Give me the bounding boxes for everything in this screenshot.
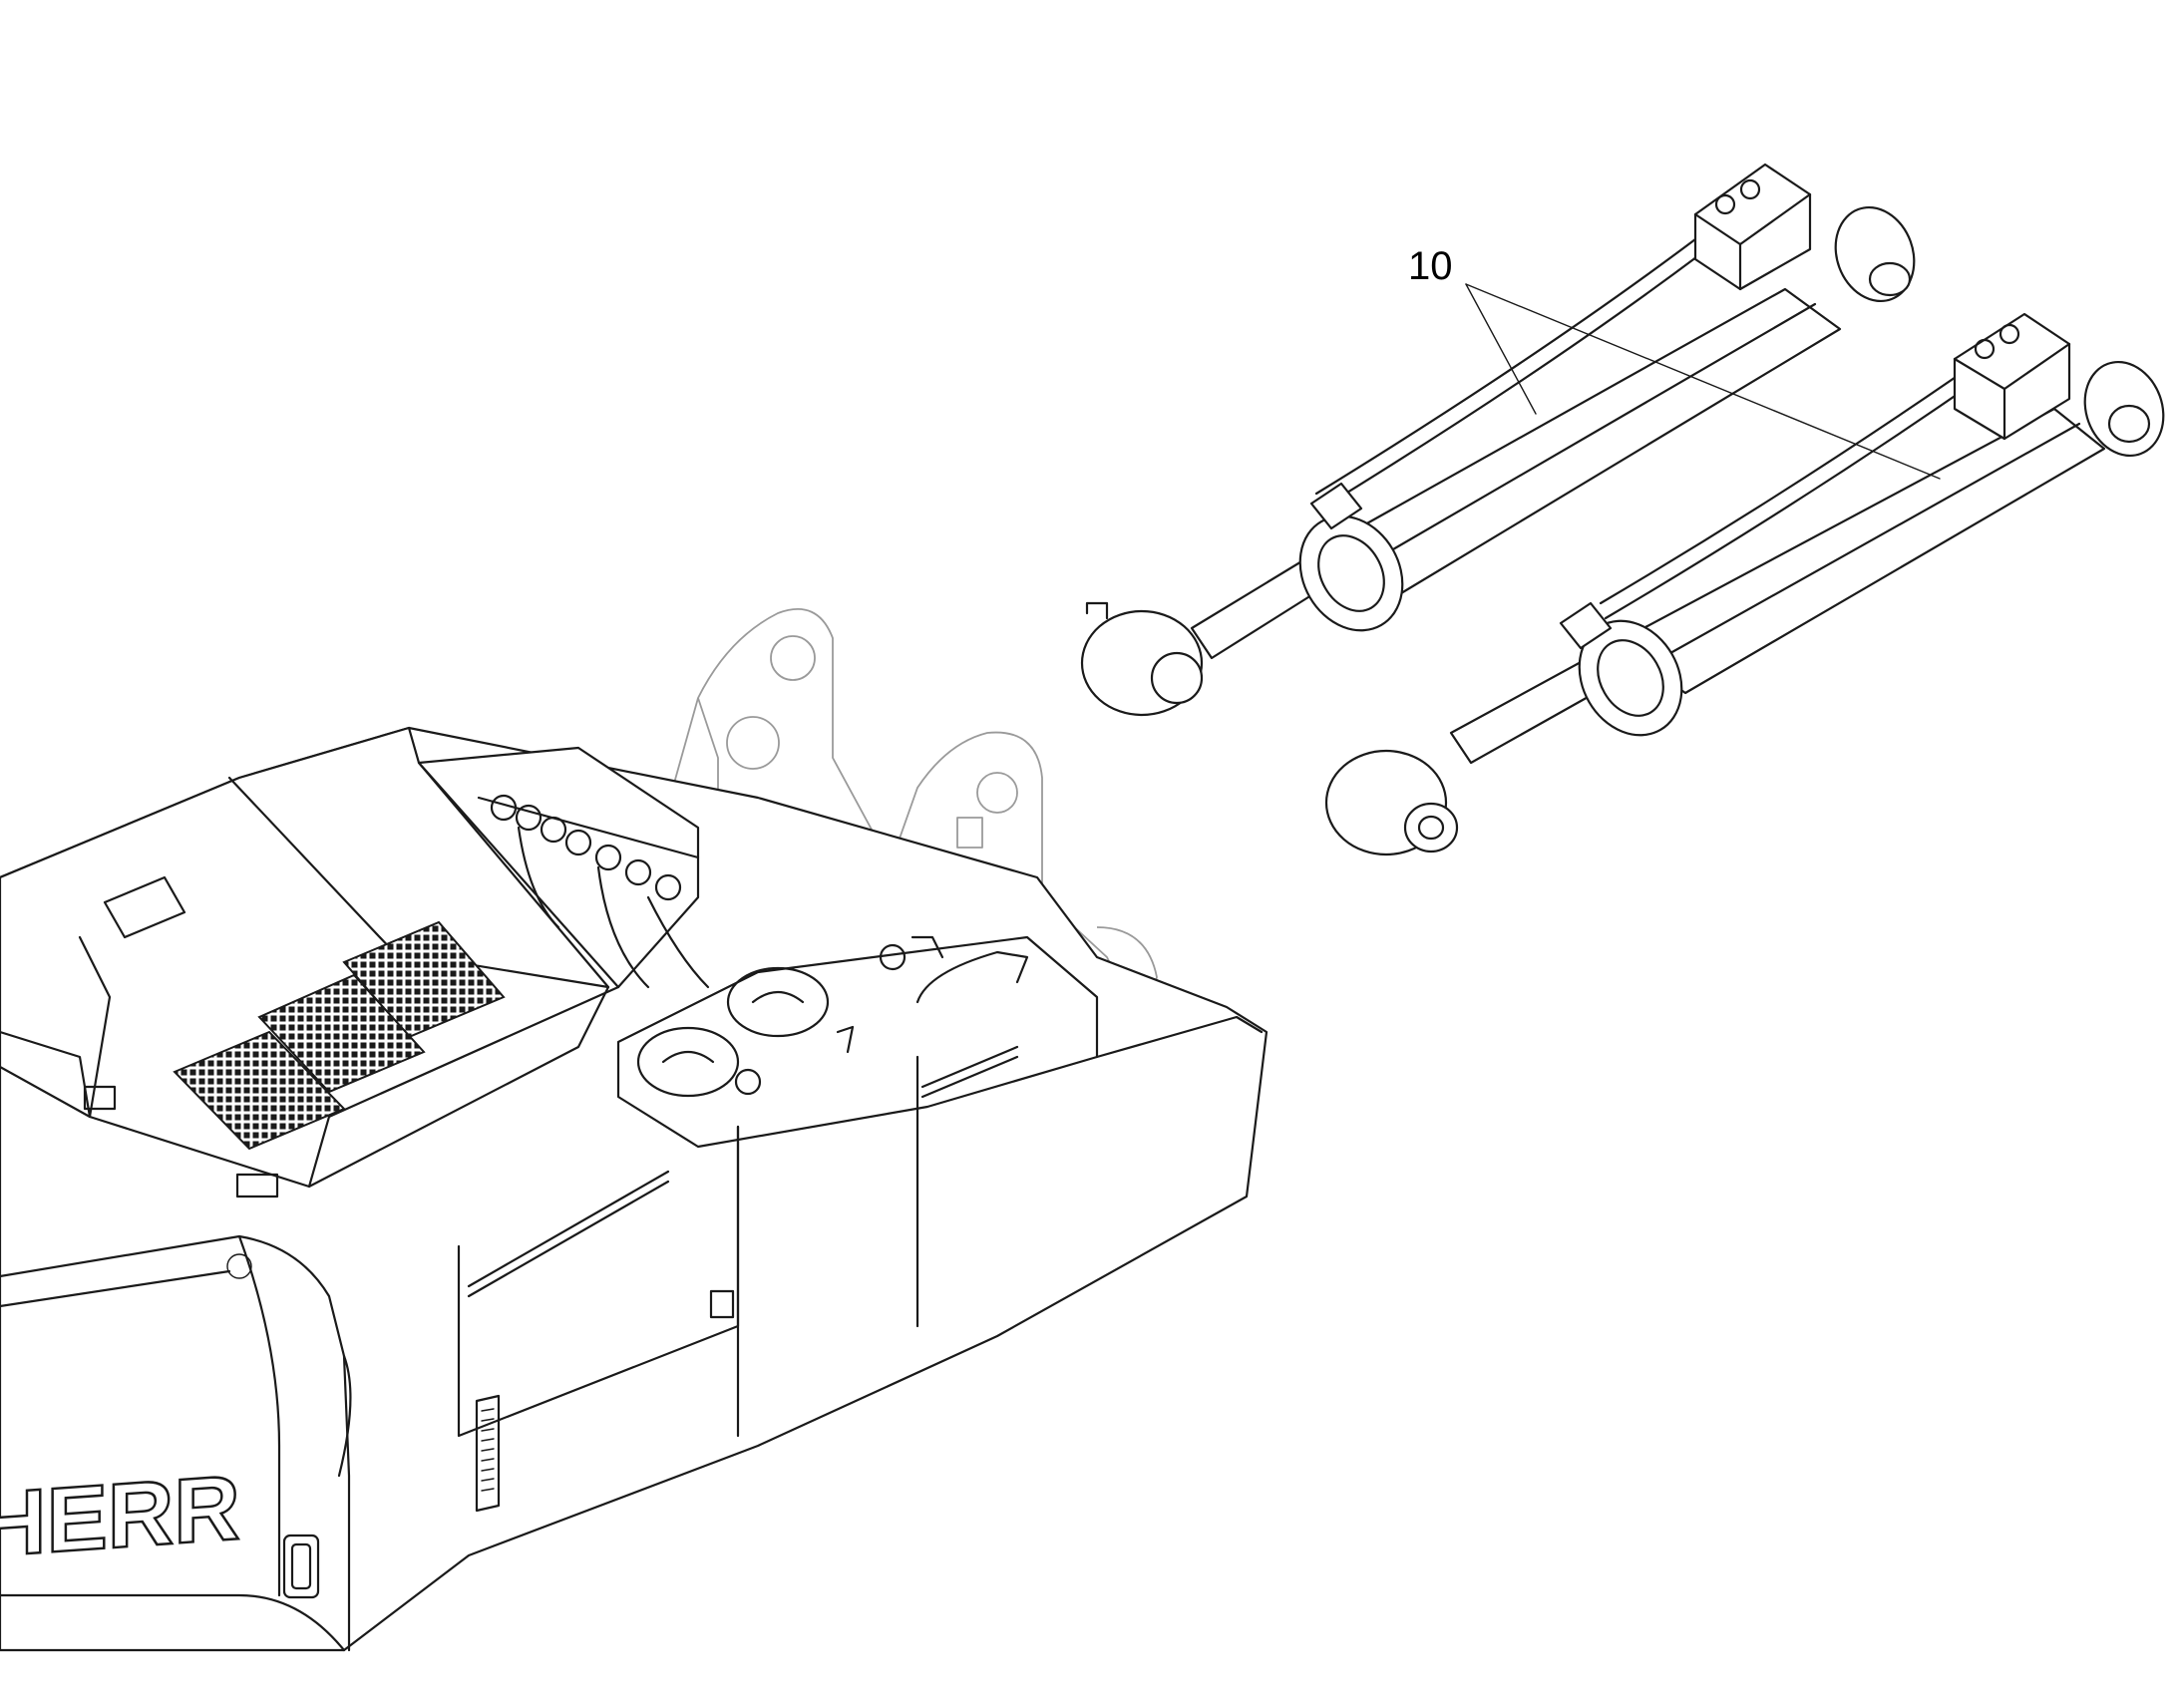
engine-hood — [0, 726, 610, 1189]
bottom-eye-upper — [1834, 205, 1916, 303]
brand-lettering: HERR — [0, 1456, 240, 1576]
counterweight — [0, 1234, 351, 1652]
callout-label: 10 — [1408, 244, 1453, 288]
machine-uppercarriage: HERR — [0, 608, 1269, 1652]
control-valve-block — [417, 746, 710, 989]
filler-cap-1 — [636, 1026, 740, 1098]
hydraulic-cylinder-lower — [1324, 312, 2165, 856]
leader-line-lower — [1465, 283, 1941, 480]
filler-cap-2 — [726, 966, 830, 1038]
hydraulic-cylinder-upper — [1080, 163, 1916, 717]
leader-line-upper — [1465, 283, 1537, 415]
engine-grille-2 — [257, 973, 426, 1094]
engine-grille-3 — [173, 1030, 346, 1151]
callout-10: 10 — [1408, 244, 1941, 480]
side-doors — [457, 1045, 1019, 1513]
door-latch — [709, 1289, 735, 1319]
rear-light — [282, 1534, 320, 1599]
